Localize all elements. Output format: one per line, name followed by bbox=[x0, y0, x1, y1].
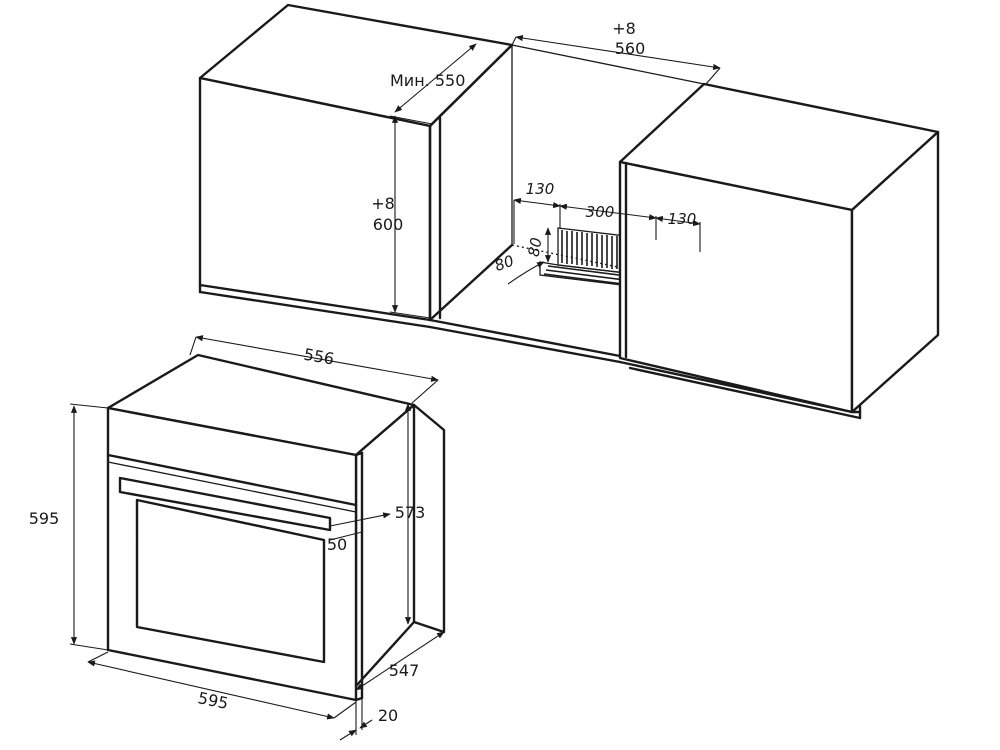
oven-niche bbox=[428, 43, 705, 364]
vent-right-label: 130 bbox=[668, 210, 697, 228]
niche-dimensions bbox=[389, 34, 721, 319]
niche-dimension-labels: +8 560 Мин. 550 +8 600 130 300 130 80 80 bbox=[371, 19, 696, 275]
kitchen-cabinets: +8 560 Мин. 550 +8 600 130 300 130 80 80 bbox=[198, 3, 940, 420]
top-depth-label: 556 bbox=[302, 345, 335, 369]
vent-depth-label: 80 bbox=[492, 252, 516, 275]
niche-width-label: 560 bbox=[615, 39, 646, 58]
body-depth-label: 547 bbox=[389, 661, 420, 680]
vent-left-label: 130 bbox=[526, 180, 555, 198]
oven bbox=[106, 353, 446, 702]
handle-offset-label: 50 bbox=[327, 535, 347, 554]
height-tolerance-label: +8 bbox=[371, 194, 395, 213]
niche-height-label: 600 bbox=[373, 215, 404, 234]
body-height-label: 573 bbox=[395, 503, 426, 522]
right-cabinet bbox=[618, 82, 940, 420]
min-depth-label: Мин. 550 bbox=[390, 71, 465, 90]
total-width-label: 595 bbox=[196, 688, 230, 713]
total-height-label: 595 bbox=[29, 509, 60, 528]
top-tolerance-label: +8 bbox=[612, 19, 636, 38]
vent-width-label: 300 bbox=[586, 203, 615, 221]
oven-dimensions bbox=[69, 335, 445, 741]
vent-height-label: 80 bbox=[525, 236, 546, 258]
panel-thickness-label: 20 bbox=[378, 706, 398, 725]
